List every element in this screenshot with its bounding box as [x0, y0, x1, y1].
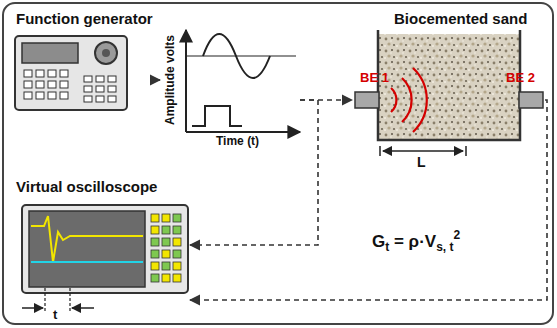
signal-plot — [186, 30, 300, 132]
time-label: t — [53, 307, 57, 322]
device-group: Amplitude voltsTime (t) — [160, 24, 300, 150]
formula-part: s, t — [436, 240, 453, 254]
device-group: Virtual oscilloscope — [10, 176, 190, 316]
signal-connector — [157, 79, 160, 81]
dimension-label: L — [417, 154, 426, 170]
signal-connector — [300, 99, 352, 101]
device-title: Function generator — [16, 10, 153, 27]
formula-part: G — [372, 232, 385, 251]
electrode-label: BE 2 — [506, 70, 535, 85]
signal-connector — [190, 100, 318, 245]
bender-element — [355, 92, 379, 108]
device-group: Function generator — [10, 8, 157, 114]
formula-part: = ρ·V — [389, 232, 436, 251]
oscilloscope-device — [22, 205, 188, 312]
outer-frame — [3, 3, 553, 324]
sand-container — [355, 30, 543, 156]
dimension-line — [383, 150, 463, 152]
formula-part: t — [385, 240, 389, 254]
formula-part: 2 — [453, 228, 460, 242]
electrode-label: BE 1 — [360, 70, 389, 85]
signal-connector — [190, 100, 547, 300]
device-group: Biocemented sand — [352, 8, 545, 176]
axis-label: Time (t) — [216, 134, 259, 148]
device-title: Biocemented sand — [394, 10, 527, 27]
wave-arcs — [391, 68, 427, 132]
bender-element — [519, 92, 543, 108]
device-title: Virtual oscilloscope — [16, 178, 157, 195]
function-generator-device — [15, 36, 127, 110]
formula: Gt = ρ·Vs, t2 — [372, 228, 460, 254]
axis-label: Amplitude volts — [163, 35, 177, 125]
